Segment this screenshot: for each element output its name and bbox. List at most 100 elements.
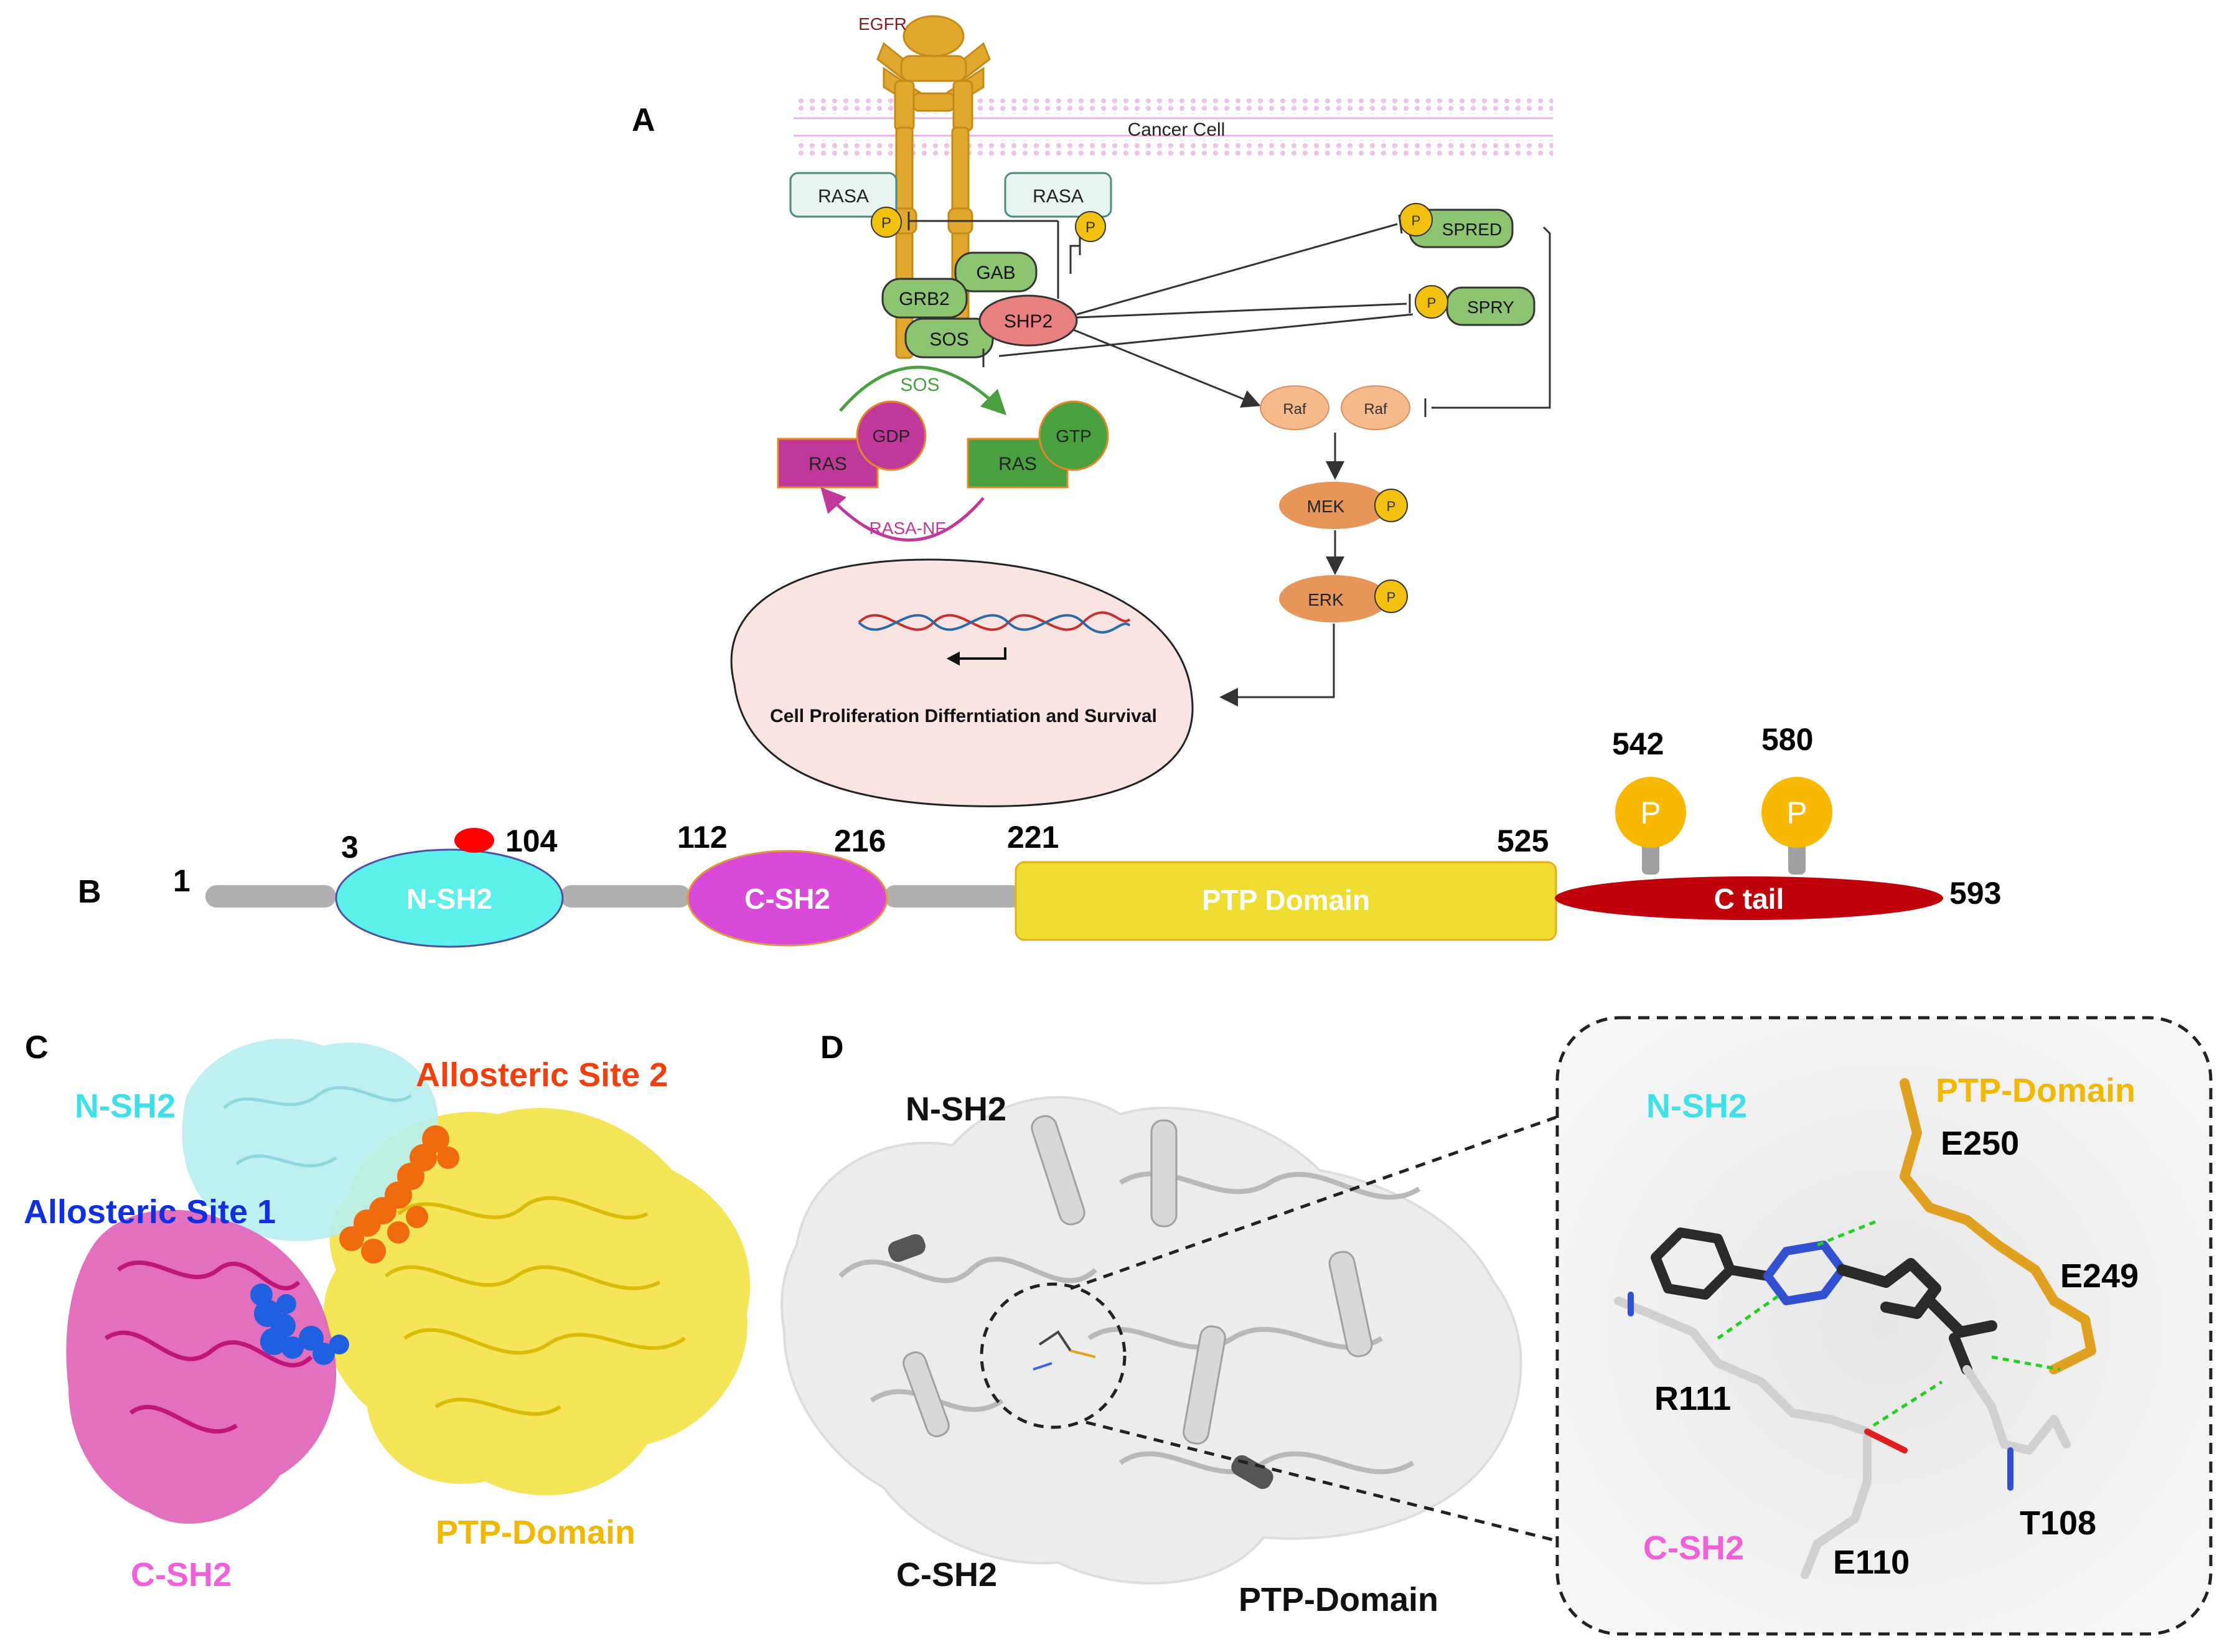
ctail-domain-label: C tail xyxy=(1714,883,1784,915)
panel-d-nsh2-label: N-SH2 xyxy=(906,1091,1006,1128)
position-112: 112 xyxy=(677,820,728,855)
erk-node: ERK P xyxy=(1279,575,1408,622)
panel-c: C xyxy=(24,1030,750,1593)
phospho-position-580: 580 xyxy=(1761,722,1813,757)
mek-phospho: P xyxy=(1387,499,1396,514)
ras-gdp-label: RAS xyxy=(809,454,847,474)
spred-phospho: P xyxy=(1412,213,1421,228)
rasa-right-node: RASA P xyxy=(1004,172,1112,242)
spry-label: SPRY xyxy=(1467,298,1514,317)
panel-d-ligand-small xyxy=(1033,1330,1096,1371)
rasa-inhibition-lines xyxy=(907,212,1081,299)
csh2-domain xyxy=(687,850,888,947)
dna-helix-icon xyxy=(858,611,1131,666)
erk-to-nucleus-arrow xyxy=(1219,624,1335,706)
rasa-nf-label: RASA-NF xyxy=(870,519,946,538)
linker-segment xyxy=(560,885,691,908)
panel-d-helices xyxy=(902,1115,1373,1445)
panel-c-site2-label: Allosteric Site 2 xyxy=(416,1056,668,1094)
sos-cycle-arrow xyxy=(839,365,1007,416)
panel-c-csh2-label: C-SH2 xyxy=(131,1556,232,1593)
sos-node: SOS xyxy=(904,317,994,359)
position-216: 216 xyxy=(834,824,886,858)
panel-d-ptp-label: PTP-Domain xyxy=(1239,1581,1438,1618)
position-525: 525 xyxy=(1497,824,1549,858)
spry-node: P SPRY xyxy=(1415,285,1535,326)
ptp-domain xyxy=(1015,861,1557,941)
panel-d-label: D xyxy=(820,1030,844,1066)
panel-b: B N-SH2 C-SH2 PTP Domain C tail P P 1 3 … xyxy=(78,722,2001,948)
inset-csh2-label: C-SH2 xyxy=(1643,1529,1744,1567)
rasa-left-phospho: P xyxy=(881,215,891,232)
nucleus-text: Cell Proliferation Differntiation and Su… xyxy=(770,706,1157,726)
cell-membrane: Cancer Cell xyxy=(794,96,1553,157)
inset-hbond-lines xyxy=(1717,1218,2061,1427)
allosteric-site-2-spheres xyxy=(339,1125,459,1264)
panel-c-site1-label: Allosteric Site 1 xyxy=(24,1193,276,1231)
spred-node: P SPRED xyxy=(1399,203,1514,248)
sos-label: SOS xyxy=(929,329,968,350)
rasa-nf-cycle-arrow xyxy=(820,487,985,542)
residue-r111: R111 xyxy=(1654,1380,1731,1417)
gdp-label: GDP xyxy=(873,426,911,446)
raf-right-label: Raf xyxy=(1364,401,1387,418)
panel-d: D xyxy=(781,1016,2213,1636)
phospho-site-542-icon xyxy=(1615,777,1686,848)
residue-t108: T108 xyxy=(2020,1504,2096,1542)
binding-site-inset xyxy=(1555,1016,2213,1636)
gab-node: GAB xyxy=(954,251,1038,293)
shp2-label: SHP2 xyxy=(1004,311,1052,332)
spry-phospho: P xyxy=(1427,295,1437,311)
ptp-domain-label: PTP Domain xyxy=(1202,884,1370,916)
nsh2-surface xyxy=(182,1038,438,1241)
ctail-domain xyxy=(1555,876,1943,920)
residue-e250: E250 xyxy=(1941,1125,2019,1162)
inset-nsh2-label: N-SH2 xyxy=(1646,1087,1747,1125)
shp2-connections xyxy=(982,214,1551,417)
shp2-node: SHP2 xyxy=(978,294,1078,347)
membrane-label: Cancer Cell xyxy=(1128,120,1226,140)
egfr-label: EGFR xyxy=(858,14,907,34)
panel-a: A Cancer Cell EGFR xyxy=(632,14,1553,807)
linker-segment xyxy=(884,885,1024,908)
allosteric-site-1-spheres xyxy=(250,1284,349,1365)
raf-right-node: Raf xyxy=(1341,385,1410,430)
panel-d-zoom-circle xyxy=(980,1282,1127,1429)
rasa-right-label: RASA xyxy=(1033,186,1084,207)
inset-ptp-label: PTP-Domain xyxy=(1936,1072,2135,1109)
grb2-label: GRB2 xyxy=(899,289,950,309)
erk-phospho: P xyxy=(1387,589,1396,605)
red-marker-dot xyxy=(454,828,494,853)
panel-d-dark-helices xyxy=(888,1234,1273,1490)
position-3: 3 xyxy=(341,830,359,865)
position-593: 593 xyxy=(1949,876,2001,911)
mek-node: MEK P xyxy=(1279,482,1408,529)
gab-label: GAB xyxy=(976,263,1015,283)
position-1: 1 xyxy=(173,863,190,898)
inset-residues-sticks xyxy=(1614,1078,2096,1579)
panel-c-nsh2-label: N-SH2 xyxy=(75,1087,176,1125)
panel-a-label: A xyxy=(632,102,655,138)
rasa-left-label: RASA xyxy=(818,186,869,207)
csh2-domain-label: C-SH2 xyxy=(744,883,830,915)
rasa-left-node: RASA P xyxy=(789,172,902,238)
phospho-position-542: 542 xyxy=(1612,726,1664,761)
position-221: 221 xyxy=(1007,820,1059,855)
ras-gtp-complex: RAS GTP xyxy=(967,400,1109,489)
ras-gtp-label: RAS xyxy=(998,454,1037,474)
zoom-line-bottom xyxy=(1085,1420,1557,1542)
spred-label: SPRED xyxy=(1442,220,1502,239)
gtp-label: GTP xyxy=(1056,426,1092,446)
rasa-right-phospho: P xyxy=(1085,219,1095,236)
residue-e249: E249 xyxy=(2060,1257,2139,1295)
phospho-site-580-icon xyxy=(1761,777,1832,848)
nucleus: Cell Proliferation Differntiation and Su… xyxy=(730,558,1194,807)
sos-cycle-label: SOS xyxy=(900,375,939,395)
panel-b-label: B xyxy=(78,874,101,910)
panel-d-csh2-label: C-SH2 xyxy=(896,1556,997,1593)
nsh2-domain-label: N-SH2 xyxy=(406,883,492,915)
erk-label: ERK xyxy=(1308,590,1344,609)
nsh2-domain xyxy=(335,848,564,948)
panel-c-label: C xyxy=(25,1030,49,1066)
